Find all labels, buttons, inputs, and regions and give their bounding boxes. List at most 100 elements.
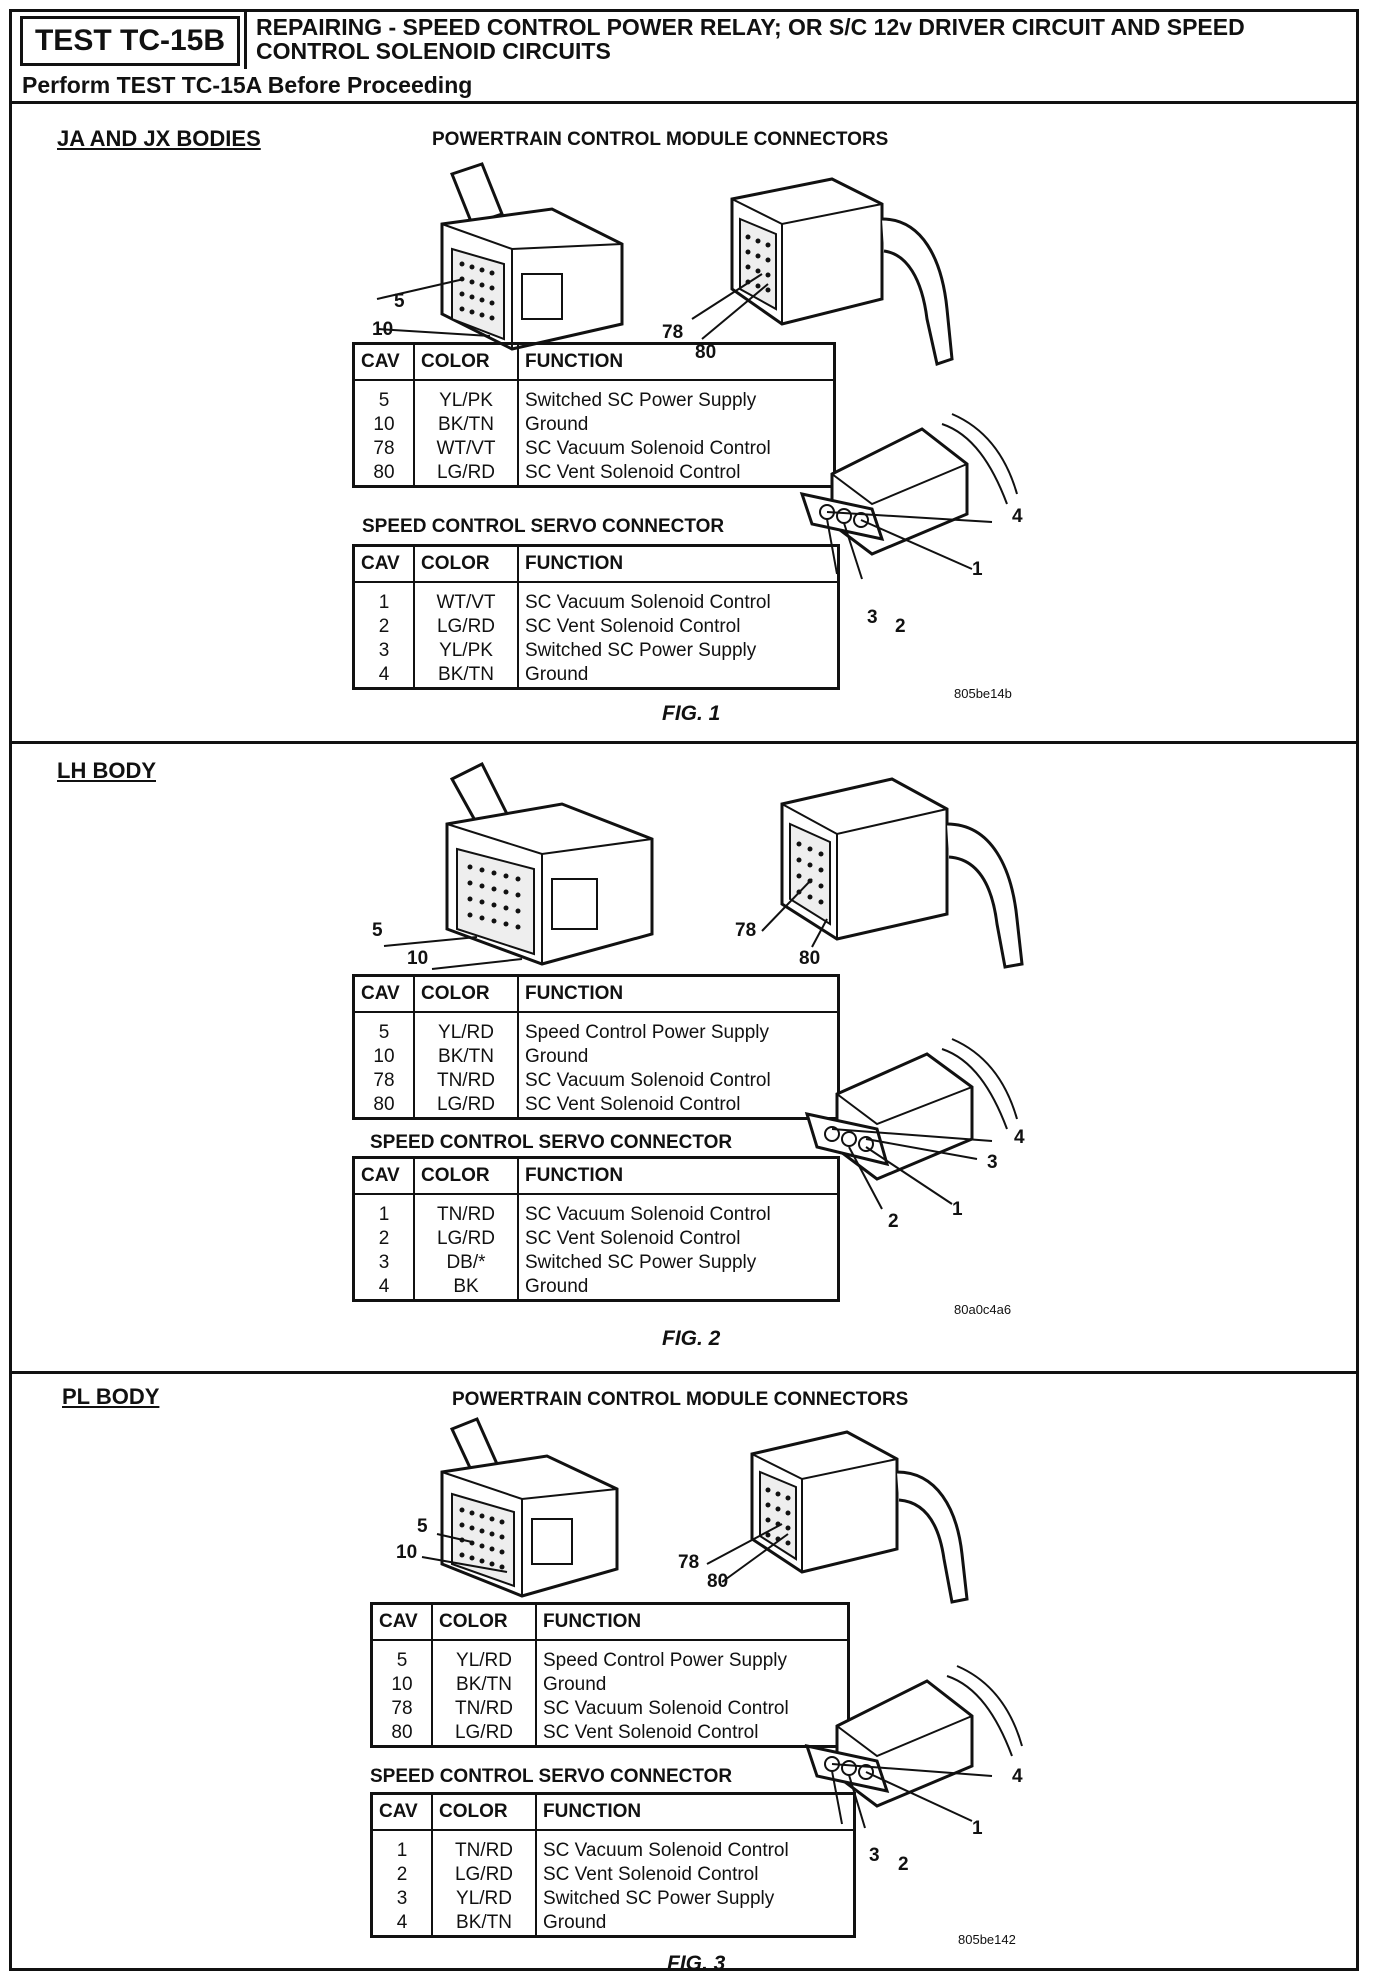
cell-cav: 10 — [352, 413, 415, 437]
col-color: COLOR — [413, 342, 519, 381]
servo-callout-1: 1 — [972, 1818, 983, 1839]
cell-cav: 2 — [352, 1227, 415, 1251]
cell-cav: 80 — [352, 461, 415, 487]
table-row: 10 BK/TN Ground — [352, 413, 836, 437]
cell-color: YL/RD — [431, 1640, 537, 1673]
cell-color: BK/TN — [413, 663, 519, 689]
cell-color: DB/* — [413, 1251, 519, 1275]
table-row: 2 LG/RD SC Vent Solenoid Control — [370, 1863, 856, 1887]
cell-color: BK/TN — [431, 1673, 537, 1697]
servo-callout-2: 2 — [888, 1211, 899, 1232]
pcm-connector-right-drawing — [706, 1430, 969, 1604]
table-row: 78 TN/RD SC Vacuum Solenoid Control — [370, 1697, 850, 1721]
pcm-pinout-table: CAV COLOR FUNCTION 5 YL/RD Speed Control… — [352, 974, 840, 1120]
pcm-callout-10: 10 — [407, 948, 429, 969]
table-row: 78 TN/RD SC Vacuum Solenoid Control — [352, 1069, 840, 1093]
servo-callout-1: 1 — [952, 1199, 963, 1220]
pcm-connector-left-drawing — [421, 1417, 619, 1598]
table-row: 1 TN/RD SC Vacuum Solenoid Control — [352, 1194, 840, 1227]
cell-color: LG/RD — [431, 1721, 537, 1747]
cell-function: SC Vacuum Solenoid Control — [517, 1194, 840, 1227]
table-row: 1 TN/RD SC Vacuum Solenoid Control — [370, 1830, 856, 1863]
table-row: 3 DB/* Switched SC Power Supply — [352, 1251, 840, 1275]
servo-callout-4: 4 — [1014, 1127, 1025, 1148]
pcm-callout-78: 78 — [662, 322, 684, 343]
cell-cav: 10 — [352, 1045, 415, 1069]
cell-cav: 80 — [352, 1093, 415, 1119]
cell-cav: 5 — [352, 1012, 415, 1045]
figure-label: FIG. 1 — [662, 702, 721, 725]
pcm-callout-5: 5 — [417, 1516, 428, 1537]
cell-color: TN/RD — [431, 1697, 537, 1721]
pcm-pinout-table: CAV COLOR FUNCTION 5 YL/RD Speed Control… — [370, 1602, 850, 1748]
cell-cav: 3 — [352, 639, 415, 663]
cell-cav: 2 — [352, 615, 415, 639]
servo-pinout-table: CAV COLOR FUNCTION 1 WT/VT SC Vacuum Sol… — [352, 544, 840, 690]
table-row: 10 BK/TN Ground — [370, 1673, 850, 1697]
servo-callout-3: 3 — [867, 607, 878, 628]
cell-cav: 1 — [370, 1830, 433, 1863]
cell-function: Ground — [517, 413, 836, 437]
table-row: 4 BK/TN Ground — [352, 663, 840, 689]
section-divider — [12, 741, 1356, 744]
table-row: 5 YL/RD Speed Control Power Supply — [370, 1640, 850, 1673]
page-subtitle: Perform TEST TC-15A Before Proceeding — [22, 72, 473, 98]
cell-cav: 2 — [370, 1863, 433, 1887]
pcm-callout-80: 80 — [799, 948, 821, 969]
table-header-row: CAV COLOR FUNCTION — [370, 1792, 856, 1831]
table-row: 10 BK/TN Ground — [352, 1045, 840, 1069]
cell-cav: 1 — [352, 582, 415, 615]
table-header-row: CAV COLOR FUNCTION — [370, 1602, 850, 1641]
cell-color: BK/TN — [413, 413, 519, 437]
pcm-callout-78: 78 — [735, 920, 757, 941]
test-id: TEST TC-15B — [20, 16, 240, 66]
section-divider — [12, 1371, 1356, 1374]
cell-cav: 3 — [352, 1251, 415, 1275]
pcm-callout-5: 5 — [372, 920, 383, 941]
cell-color: TN/RD — [413, 1069, 519, 1093]
col-color: COLOR — [431, 1602, 537, 1641]
servo-callout-3: 3 — [869, 1845, 880, 1866]
servo-connector-drawing — [804, 1038, 1018, 1210]
table-row: 80 LG/RD SC Vent Solenoid Control — [370, 1721, 850, 1747]
table-header-row: CAV COLOR FUNCTION — [352, 342, 836, 381]
pcm-callout-78: 78 — [678, 1552, 700, 1573]
cell-color: LG/RD — [431, 1863, 537, 1887]
table-row: 78 WT/VT SC Vacuum Solenoid Control — [352, 437, 836, 461]
servo-callout-2: 2 — [895, 616, 906, 637]
cell-cav: 4 — [352, 663, 415, 689]
servo-caption: SPEED CONTROL SERVO CONNECTOR — [370, 1132, 733, 1153]
table-row: 80 LG/RD SC Vent Solenoid Control — [352, 1093, 840, 1119]
table-row: 2 LG/RD SC Vent Solenoid Control — [352, 615, 840, 639]
table-row: 80 LG/RD SC Vent Solenoid Control — [352, 461, 836, 487]
cell-function: Switched SC Power Supply — [517, 380, 836, 413]
cell-cav: 10 — [370, 1673, 433, 1697]
cell-color: WT/VT — [413, 437, 519, 461]
page-title: REPAIRING - SPEED CONTROL POWER RELAY; O… — [256, 14, 1245, 64]
cell-cav: 3 — [370, 1887, 433, 1911]
servo-callout-4: 4 — [1012, 1766, 1023, 1787]
cell-color: BK/TN — [413, 1045, 519, 1069]
table-row: 3 YL/RD Switched SC Power Supply — [370, 1887, 856, 1911]
cell-function: SC Vacuum Solenoid Control — [517, 582, 840, 615]
pcm-caption: POWERTRAIN CONTROL MODULE CONNECTORS — [432, 129, 889, 150]
pcm-caption: POWERTRAIN CONTROL MODULE CONNECTORS — [452, 1389, 909, 1410]
col-color: COLOR — [431, 1792, 537, 1831]
cell-function: Ground — [517, 1275, 840, 1301]
servo-pinout-table: CAV COLOR FUNCTION 1 TN/RD SC Vacuum Sol… — [370, 1792, 856, 1938]
table-row: 1 WT/VT SC Vacuum Solenoid Control — [352, 582, 840, 615]
cell-color: YL/PK — [413, 639, 519, 663]
col-function: FUNCTION — [535, 1602, 850, 1641]
pcm-callout-10: 10 — [396, 1542, 418, 1563]
col-function: FUNCTION — [535, 1792, 856, 1831]
col-cav: CAV — [352, 544, 415, 583]
cell-cav: 80 — [370, 1721, 433, 1747]
col-color: COLOR — [413, 544, 519, 583]
figure-code: 805be14b — [954, 686, 1012, 701]
section-body-label: LH BODY — [57, 758, 156, 783]
cell-function: Ground — [535, 1673, 850, 1697]
col-color: COLOR — [413, 974, 519, 1013]
servo-connector-drawing — [799, 413, 1018, 580]
col-function: FUNCTION — [517, 1156, 840, 1195]
figure-code: 805be142 — [958, 1932, 1016, 1947]
